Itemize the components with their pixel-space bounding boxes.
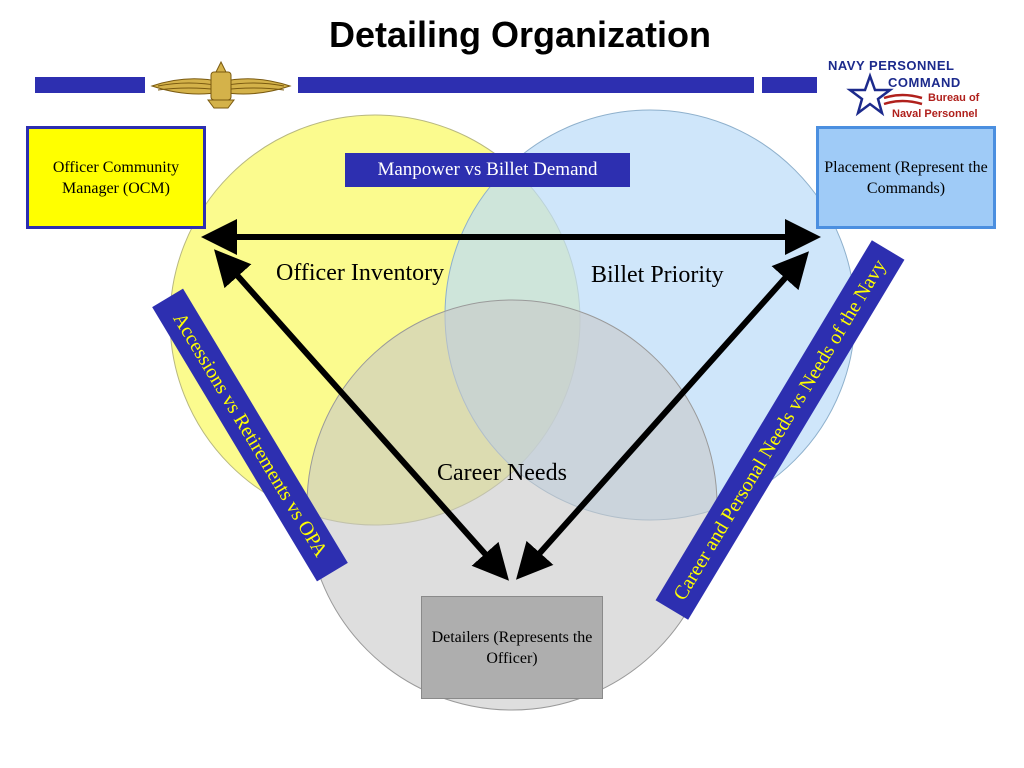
billet-priority-label: Billet Priority <box>591 262 724 288</box>
arrow-ocm-detailers <box>214 249 509 581</box>
surface-warfare-insignia-icon <box>150 60 292 109</box>
placement-box: Placement (Represent the Commands) <box>816 126 996 229</box>
manpower-banner: Manpower vs Billet Demand <box>345 153 630 187</box>
star-icon <box>846 72 923 117</box>
logo-line-1: NAVY PERSONNEL <box>828 58 955 73</box>
ocm-box: Officer Community Manager (OCM) <box>26 126 206 229</box>
logo-line-2: COMMAND <box>888 75 961 90</box>
detailers-box: Detailers (Represents the Officer) <box>421 596 603 699</box>
header-rule-left <box>35 77 145 93</box>
logo-line-4: Naval Personnel <box>892 108 978 120</box>
header-rule-center <box>298 77 754 93</box>
arrow-placement-detailers <box>516 251 809 580</box>
logo-line-3: Bureau of <box>928 92 980 104</box>
career-needs-label: Career Needs <box>437 460 567 486</box>
page-title: Detailing Organization <box>328 14 712 55</box>
header-rule-right <box>762 77 817 93</box>
officer-inventory-label: Officer Inventory <box>276 260 445 286</box>
navy-personnel-command-logo: NAVY PERSONNEL COMMAND Bureau of Naval P… <box>822 54 1017 128</box>
